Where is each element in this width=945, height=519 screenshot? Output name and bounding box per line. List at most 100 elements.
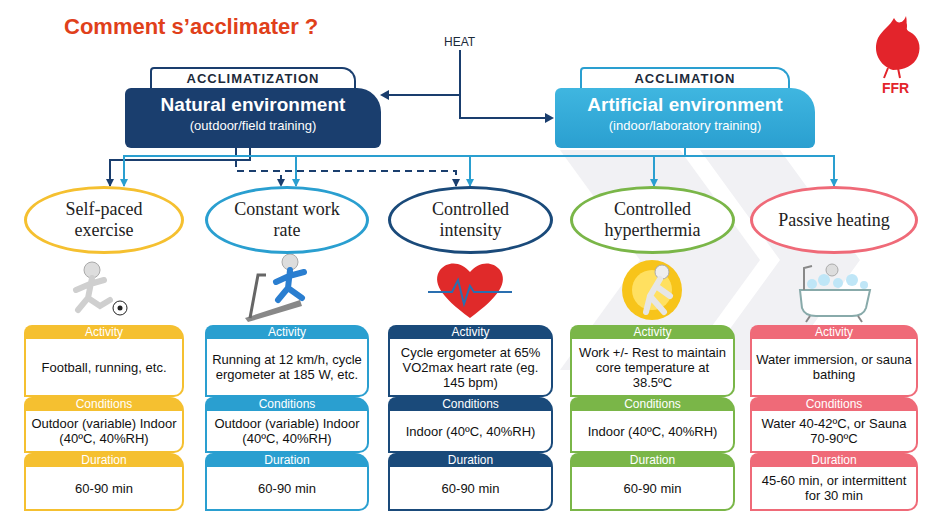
heart-ecg-icon <box>428 263 512 318</box>
connector <box>685 148 834 186</box>
card-tab-text: Conditions <box>259 397 316 411</box>
card-tab: Conditions <box>388 397 553 411</box>
card-body: 45-60 min, or intermittent for 30 min <box>750 467 918 511</box>
box-heading-tab: ACCLIMATIZATION <box>150 67 356 88</box>
background-chevrons <box>560 150 860 370</box>
card-body: Work +/- Rest to maintain core temperatu… <box>570 339 735 397</box>
connector <box>236 148 456 186</box>
card-text: Outdoor (variable) Indoor (40ºC, 40%RH) <box>30 416 178 446</box>
card-body: Running at 12 km/h, cycle ergometer at 1… <box>205 339 369 397</box>
environment-box: ACCLIMATIZATION Natural environment (outdo… <box>125 67 381 148</box>
card-tab: Conditions <box>570 397 735 411</box>
card-tab: Conditions <box>24 397 184 411</box>
box-title: Natural environment <box>133 94 373 116</box>
oval-text: Controlled intensity <box>407 199 534 240</box>
card-body: 60-90 min <box>24 467 184 511</box>
card-tab: Conditions <box>750 397 918 411</box>
card-body: Indoor (40ºC, 40%RH) <box>388 411 553 453</box>
card-tab-text: Conditions <box>442 397 499 411</box>
card-tab: Duration <box>24 453 184 467</box>
method-oval: Self-paced exercise <box>24 186 184 254</box>
method-oval: Passive heating <box>750 186 918 254</box>
card-tab: Duration <box>570 453 735 467</box>
ffr-rooster <box>876 16 920 78</box>
card-text: Football, running, etc. <box>41 360 166 375</box>
card-tab-text: Duration <box>448 453 493 467</box>
box-body: Artificial environment (indoor/laboratory… <box>555 88 815 148</box>
protocol-card: ActivityRunning at 12 km/h, cycle ergome… <box>205 325 369 511</box>
logo-text: FFR <box>882 80 909 96</box>
card-tab: Conditions <box>205 397 369 411</box>
card-tab-text: Conditions <box>624 397 681 411</box>
method-oval: Controlled hyperthermia <box>570 186 735 254</box>
protocol-card: ActivityCycle ergometer at 65% VO2max he… <box>388 325 553 511</box>
method-oval: Constant work rate <box>205 186 369 254</box>
card-text: Indoor (40ºC, 40%RH) <box>406 424 536 439</box>
card-tab: Activity <box>205 325 369 339</box>
connector <box>110 148 250 186</box>
treadmill-runner-icon <box>245 254 304 322</box>
card-body: Outdoor (variable) Indoor (40ºC, 40%RH) <box>205 411 369 453</box>
box-body: Natural environment (outdoor/field traini… <box>125 88 381 148</box>
box-heading-tab: ACCLIMATION <box>580 67 790 88</box>
card-text: 60-90 min <box>75 481 133 496</box>
card-tab-text: Duration <box>81 453 126 467</box>
oval-text: Controlled hyperthermia <box>589 199 716 240</box>
arrowhead <box>545 113 554 123</box>
card-tab-text: Duration <box>811 453 856 467</box>
card-tab-text: Activity <box>815 325 853 339</box>
card-tab: Duration <box>750 453 918 467</box>
card-tab: Duration <box>205 453 369 467</box>
arrowhead <box>380 90 389 100</box>
card-body: 60-90 min <box>205 467 369 511</box>
card-text: 60-90 min <box>442 481 500 496</box>
card-tab-text: Conditions <box>806 397 863 411</box>
method-oval: Controlled intensity <box>388 186 553 254</box>
card-body: Outdoor (variable) Indoor (40ºC, 40%RH) <box>24 411 184 453</box>
soccer-player-icon <box>76 262 127 315</box>
card-tab-text: Activity <box>633 325 671 339</box>
card-tab-text: Conditions <box>76 397 133 411</box>
card-tab: Activity <box>24 325 184 339</box>
card-tab-text: Activity <box>85 325 123 339</box>
card-text: Cycle ergometer at 65% VO2max heart rate… <box>394 345 547 390</box>
card-text: Outdoor (variable) Indoor (40ºC, 40%RH) <box>211 416 363 446</box>
heat-label: HEAT <box>444 35 475 49</box>
card-body: Cycle ergometer at 65% VO2max heart rate… <box>388 339 553 397</box>
card-tab-text: Activity <box>268 325 306 339</box>
card-tab-text: Duration <box>264 453 309 467</box>
card-text: 45-60 min, or intermittent for 30 min <box>756 473 912 503</box>
oval-text: Self-paced exercise <box>43 199 165 240</box>
oval-text: Constant work rate <box>224 199 350 240</box>
box-subtitle: (outdoor/field training) <box>133 118 373 133</box>
card-text: 60-90 min <box>624 481 682 496</box>
card-tab-text: Activity <box>451 325 489 339</box>
card-body: Football, running, etc. <box>24 339 184 397</box>
card-text: Indoor (40ºC, 40%RH) <box>588 424 718 439</box>
oval-text: Passive heating <box>778 210 889 231</box>
card-tab: Activity <box>388 325 553 339</box>
card-body: 60-90 min <box>570 467 735 511</box>
card-text: Water 40-42ºC, or Sauna 70-90ºC <box>756 416 912 446</box>
protocol-card: ActivityWork +/- Rest to maintain core t… <box>570 325 735 511</box>
sun-figure-icon <box>622 260 682 320</box>
card-tab: Duration <box>388 453 553 467</box>
box-heading: ACCLIMATIZATION <box>187 71 320 86</box>
card-text: Water immersion, or sauna bathing <box>756 352 912 382</box>
box-subtitle: (indoor/laboratory training) <box>563 118 807 133</box>
card-text: 60-90 min <box>258 481 316 496</box>
card-body: 60-90 min <box>388 467 553 511</box>
card-tab: Activity <box>570 325 735 339</box>
protocol-card: ActivityWater immersion, or sauna bathin… <box>750 325 918 511</box>
card-body: Indoor (40ºC, 40%RH) <box>570 411 735 453</box>
connector <box>654 148 685 186</box>
heat-arrows <box>386 50 548 118</box>
card-text: Running at 12 km/h, cycle ergometer at 1… <box>211 352 363 382</box>
card-body: Water immersion, or sauna bathing <box>750 339 918 397</box>
page-title: Comment s’acclimater ? <box>64 14 318 40</box>
card-tab-text: Duration <box>630 453 675 467</box>
connector <box>124 148 685 186</box>
bathtub-icon <box>800 264 870 322</box>
box-title: Artificial environment <box>563 94 807 116</box>
card-tab: Activity <box>750 325 918 339</box>
